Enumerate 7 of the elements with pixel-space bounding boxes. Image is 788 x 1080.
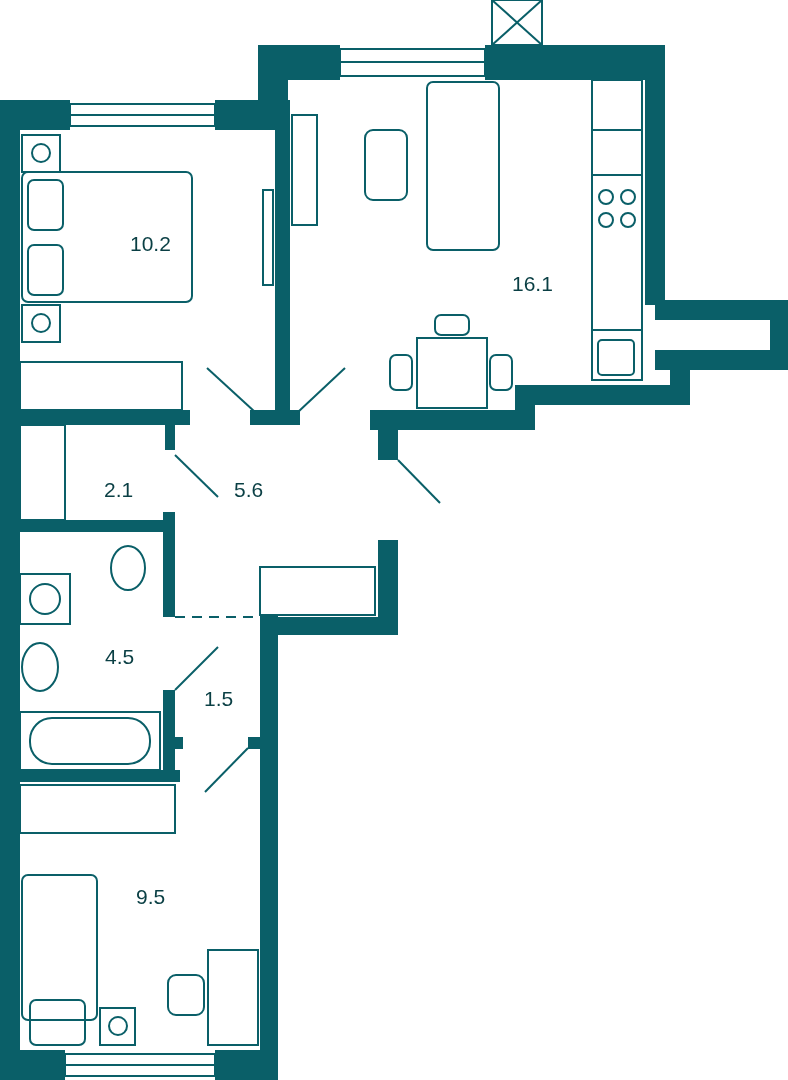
room-area: 5.6 <box>234 478 264 502</box>
room-area: 1.5 <box>204 687 234 711</box>
room-area: 9.5 <box>136 885 166 909</box>
room-area: 4.5 <box>105 645 135 669</box>
room-area: 10.2 <box>130 232 171 256</box>
room-area: 2.1 <box>104 478 134 502</box>
room-area: 16.1 <box>512 272 553 296</box>
